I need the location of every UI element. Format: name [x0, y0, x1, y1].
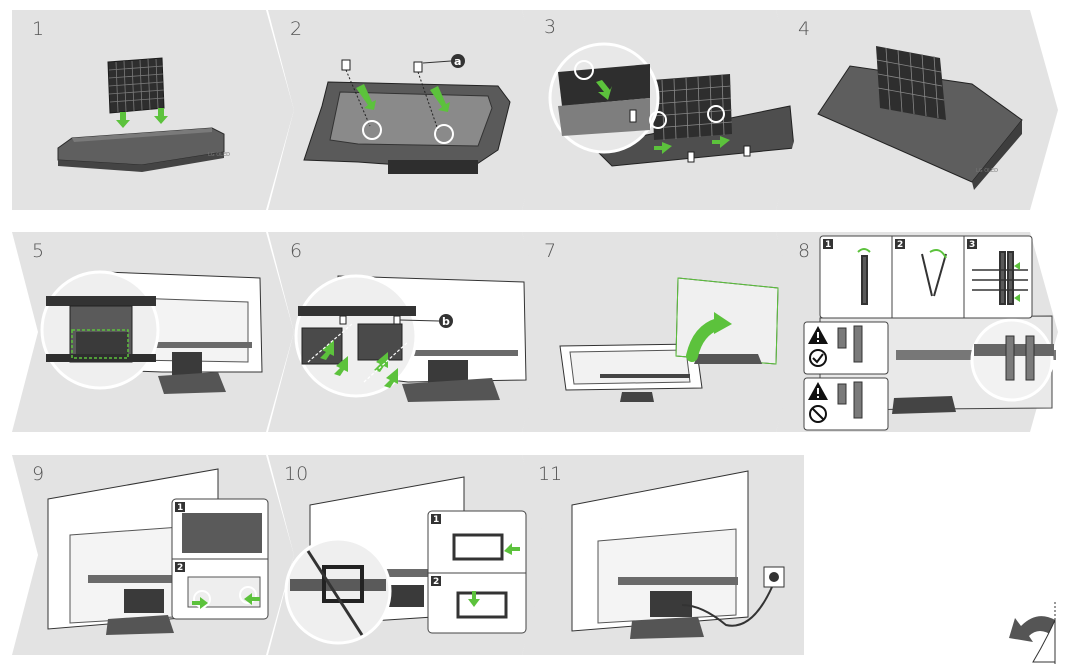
- cable-holder-illustration: 1 2 3: [803, 235, 1056, 431]
- sub-step-1: 1: [177, 503, 183, 513]
- sub-step-1: 1: [433, 515, 439, 525]
- sub-step-2: 2: [177, 563, 183, 573]
- step-number: 1: [32, 18, 45, 40]
- callout-b-label: b: [442, 315, 450, 328]
- step-number: 9: [32, 463, 45, 485]
- step-1-panel: 1 LG OLED: [12, 10, 294, 210]
- step-10-panel: 10 1 2: [268, 455, 550, 655]
- sub-step-1: 1: [825, 240, 831, 250]
- step-number: 4: [798, 18, 811, 40]
- warning-icon: [808, 382, 828, 400]
- grid-screw-illustration: [548, 42, 795, 167]
- raise-tv-illustration: [559, 277, 779, 402]
- green-arrow-icon: [596, 80, 612, 100]
- attach-stand-illustration: [40, 270, 263, 394]
- prohibited-icon: [809, 405, 827, 423]
- step-8-panel: 8 1 2 3: [776, 232, 1058, 432]
- stand-logo: LG OLED: [976, 168, 998, 174]
- sub-step-2: 2: [897, 240, 903, 250]
- callout-b-badge: [439, 314, 453, 328]
- step-7-panel: 7: [522, 232, 804, 432]
- step-5-panel: 5: [12, 232, 294, 432]
- green-arrow-icon: [192, 593, 260, 609]
- step-11-panel: 11: [522, 455, 804, 655]
- step-4-panel: 4 LG OLED: [776, 10, 1058, 210]
- step-number: 8: [798, 240, 811, 262]
- stand-assembly-illustration: LG OLED: [57, 57, 230, 172]
- step-number: 3: [544, 16, 557, 38]
- step-number: 6: [290, 240, 303, 262]
- sub-step-3: 3: [969, 240, 975, 250]
- stand-underside-illustration: a: [303, 54, 511, 174]
- cable-clip-illustration: 1 2: [284, 476, 527, 645]
- callout-a-badge: [451, 54, 465, 68]
- step-number: 2: [290, 18, 303, 40]
- green-arrow-icon: [468, 543, 520, 607]
- step-number: 11: [538, 463, 563, 485]
- step-2-panel: 2 a: [268, 10, 550, 210]
- cable-route-illustration: 1 2: [47, 468, 269, 635]
- screw-icon: [341, 59, 423, 73]
- green-arrow-icon: [654, 136, 730, 154]
- page-turn-icon: [1009, 602, 1056, 664]
- step-9-panel: 9 1 2: [12, 455, 294, 655]
- check-icon: [809, 349, 827, 367]
- finished-tv-illustration: [571, 470, 785, 639]
- assembled-stand-illustration: LG OLED: [817, 46, 1023, 190]
- stand-logo: LG OLED: [208, 152, 230, 158]
- grid-plate-icon: [107, 57, 165, 114]
- step-number: 5: [32, 240, 45, 262]
- step-6-panel: 6 b: [268, 232, 550, 432]
- callout-a-label: a: [454, 55, 461, 68]
- green-arrow-icon: [320, 340, 398, 388]
- screw-icon: [629, 109, 751, 163]
- step-number: 7: [544, 240, 557, 262]
- sub-step-2: 2: [433, 577, 439, 587]
- green-arrow-icon: [116, 108, 168, 128]
- warning-icon: [808, 326, 828, 344]
- secure-stand-illustration: b: [294, 274, 527, 402]
- green-arrow-icon: [356, 84, 450, 112]
- step-3-panel: 3: [522, 10, 804, 210]
- step-number: 10: [284, 463, 309, 485]
